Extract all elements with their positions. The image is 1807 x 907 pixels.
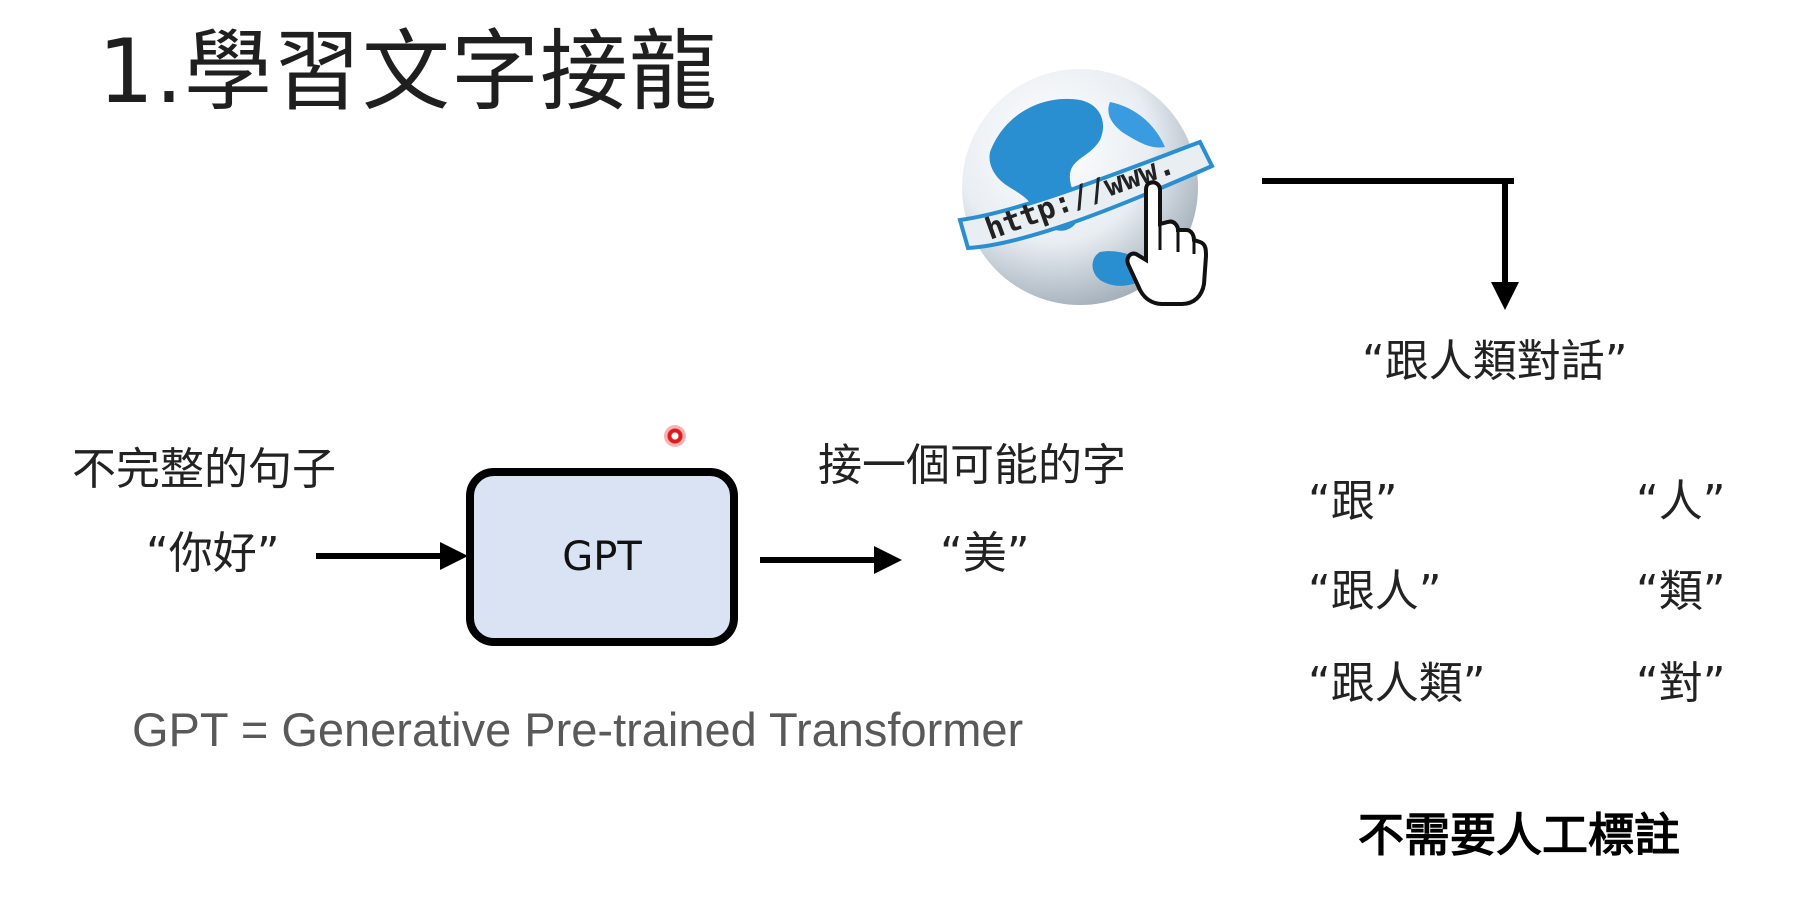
input-example: “你好” [146, 528, 280, 579]
pair-input-2: “跟人” [1308, 566, 1442, 617]
pair-next-1: “人” [1636, 476, 1726, 527]
web-arrow-horizontal [1262, 178, 1514, 184]
slide-title: 1.學習文字接龍 [98, 20, 718, 123]
output-arrow-shaft [760, 557, 880, 563]
input-heading: 不完整的句子 [72, 444, 336, 495]
hand-cursor-icon [1125, 180, 1209, 306]
output-arrow-head [874, 546, 902, 574]
gpt-model-label: GPT [562, 534, 642, 580]
output-example: “美” [940, 528, 1030, 579]
pair-next-3: “對” [1636, 658, 1726, 709]
no-annotation-note: 不需要人工標註 [1358, 808, 1680, 862]
pair-input-3: “跟人類” [1308, 658, 1486, 709]
globe-www-icon: http://www. [957, 69, 1215, 306]
web-arrow-vertical [1502, 178, 1508, 284]
www-banner-ring [957, 139, 1215, 251]
web-arrow-head [1491, 282, 1519, 310]
input-arrow-shaft [316, 553, 446, 559]
input-arrow-head [440, 542, 468, 570]
gpt-model-box: GPT [466, 468, 738, 646]
output-heading: 接一個可能的字 [818, 440, 1126, 491]
source-sentence: “跟人類對話” [1362, 336, 1628, 387]
pair-next-2: “類” [1636, 566, 1726, 617]
gpt-definition: GPT = Generative Pre-trained Transformer [132, 703, 1024, 756]
globe-continent [1108, 102, 1165, 148]
laser-pointer-icon [664, 425, 686, 447]
pair-input-1: “跟” [1308, 476, 1398, 527]
